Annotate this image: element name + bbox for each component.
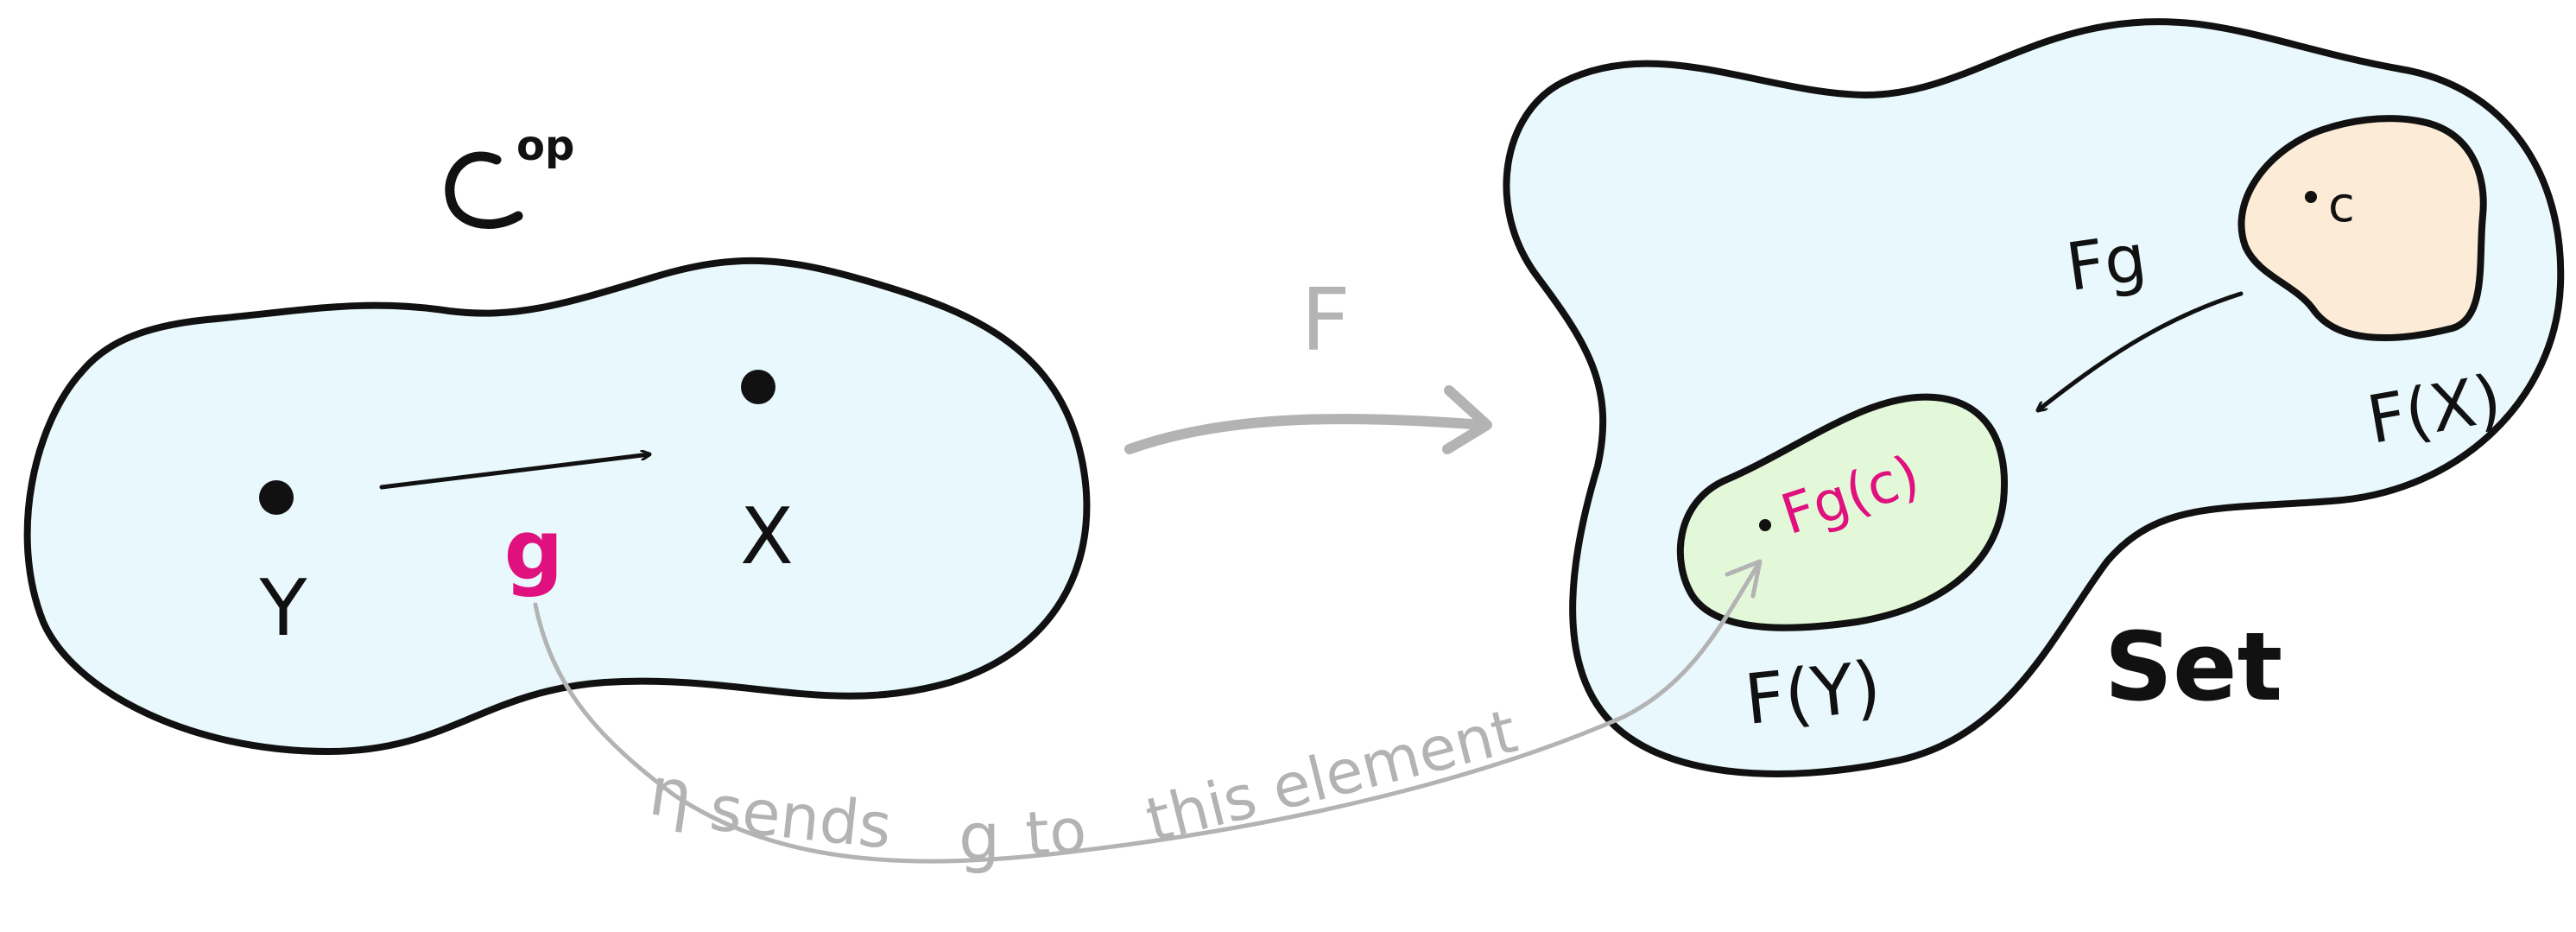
element-c-label: c [2328,177,2355,233]
set-fy-blob [1676,393,2008,631]
map-fg-arrow [2038,291,2244,410]
object-x-label: X [740,491,794,582]
object-y-dot [259,480,294,515]
set-fx-blob [2237,115,2487,342]
functor-f-arrow [1124,414,1489,454]
morphism-g-arrow [379,454,649,490]
annotation-arrow [533,563,1760,864]
cop-c-glyph [445,151,523,230]
object-y-label: Y [259,563,308,654]
element-fgc-dot [1759,519,1771,531]
morphism-g-label: g [504,502,564,599]
annotation-to: to [1023,795,1089,870]
object-x-dot [741,370,775,404]
annotation-sends: sends [706,771,895,863]
functor-f-arrowhead [1442,385,1492,454]
annotation-text: η sends g to this element [644,695,1523,875]
category-cop-blob [23,257,1091,755]
category-set-label: Set [2104,612,2282,722]
set-fy-label: F(Y) [1741,646,1884,740]
functor-f-label: F [1301,269,1351,371]
annotation-g: g [959,798,1000,875]
annotation-arrowhead [1725,559,1763,599]
annotation-eta: η [644,752,697,835]
element-c-dot [2305,191,2317,203]
annotation-this-element: this element [1139,695,1523,856]
map-fg-label: Fg [2061,219,2150,306]
cop-superscript: op [516,122,574,170]
